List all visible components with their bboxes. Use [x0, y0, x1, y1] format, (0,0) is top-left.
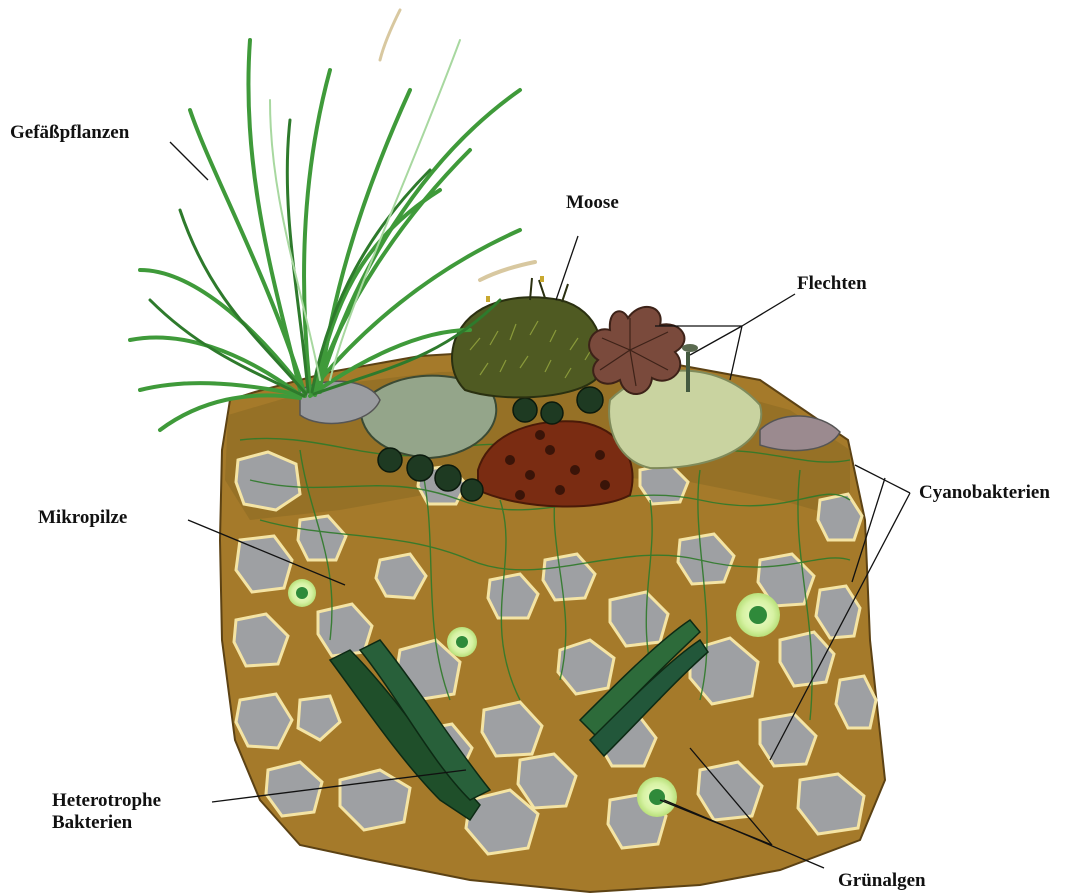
alga-cell-core [749, 606, 767, 624]
stone [236, 452, 300, 510]
alga-cell-core [296, 587, 308, 599]
alga-cell-core [649, 789, 665, 805]
label-heterotrophe-bakterien: Heterotrophe Bakterien [52, 790, 252, 834]
alga-cell-core [456, 636, 468, 648]
label-moose: Moose [566, 192, 619, 214]
label-flechten: Flechten [797, 273, 867, 295]
moss-cushion [452, 276, 602, 397]
label-gruenalgen: Grünalgen [838, 870, 926, 892]
label-cyanobakterien: Cyanobakterien [919, 482, 1050, 504]
label-heterotrophe-line2: Bakterien [52, 812, 252, 834]
label-mikropilze: Mikropilze [38, 507, 127, 529]
leader-moose [556, 236, 578, 300]
leader-flechten-2 [742, 294, 795, 326]
label-gefaesspflanzen: Gefäßpflanzen [10, 122, 129, 144]
leader-flechten-3 [690, 326, 742, 355]
leader-gefaesspflanzen [170, 142, 208, 180]
label-heterotrophe-line1: Heterotrophe [52, 790, 252, 812]
leader-cyano-1 [855, 465, 910, 493]
leader-flechten-4 [730, 326, 742, 380]
